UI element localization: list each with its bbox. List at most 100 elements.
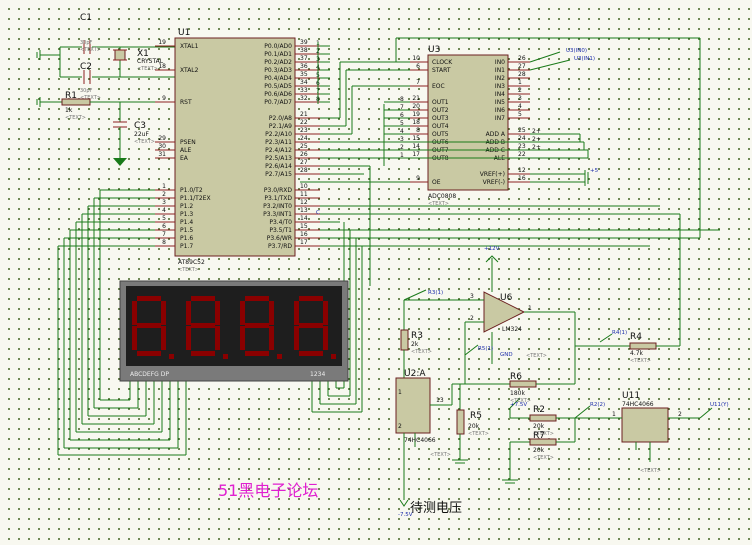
u3-pin-number: 10 xyxy=(412,55,420,62)
u3-pin-number: 24 xyxy=(518,135,526,142)
u3-add-outer-number: 2+ xyxy=(532,144,541,151)
u3-pin-number: 3 xyxy=(518,95,522,102)
u1-pin-name: P2.1/A9 xyxy=(269,123,292,130)
u1-pin-name: PSEN xyxy=(180,139,196,146)
u3-pin-name: IN2 xyxy=(495,75,505,82)
u1-pin-number: 4 xyxy=(162,207,166,214)
r5-text: <TEXT> xyxy=(468,431,489,437)
u1-pin-number: 1 xyxy=(162,183,166,190)
r4-value: 4.7k xyxy=(630,350,644,357)
u3-out-outer-number: 5 xyxy=(400,120,404,127)
display-segment xyxy=(323,301,328,325)
u1-pin-number: 5 xyxy=(162,215,166,222)
display-digit xyxy=(294,296,336,359)
display-segment xyxy=(137,351,161,356)
net-u3-in1: U3(IN1) xyxy=(574,56,595,62)
u1-pin-number: 39 xyxy=(300,39,308,46)
u1-pin-number: 30 xyxy=(158,143,166,150)
u1-ref: U1 xyxy=(178,28,190,38)
forum-watermark-text: 51黑电子论坛 xyxy=(218,481,318,500)
c3-text: <TEXT> xyxy=(134,139,155,145)
display-segment xyxy=(240,301,245,325)
u1-pin-name: P3.1/TXD xyxy=(264,195,292,202)
u1-pin-name: P1.0/T2 xyxy=(180,187,203,194)
u3-ref: U3 xyxy=(428,45,440,55)
display-segment xyxy=(294,301,299,325)
display-segment xyxy=(132,301,137,325)
u3-out-outer-number: 7 xyxy=(400,104,404,111)
display-segment xyxy=(323,326,328,350)
u1-pin-name: P1.6 xyxy=(180,235,193,242)
net-gnd: GND xyxy=(500,352,513,358)
u3-pin-number: 12 xyxy=(518,167,526,174)
display-segment xyxy=(240,326,245,350)
u1-pin-number: 7 xyxy=(162,231,166,238)
display-segment xyxy=(245,351,269,356)
u1-pin-number: 28 xyxy=(300,167,308,174)
x1-text: <TEXT> xyxy=(137,66,158,72)
display-segment xyxy=(191,323,215,328)
u3-pin-number: 5 xyxy=(518,111,522,118)
display-segment xyxy=(161,301,166,325)
r4-ref: R4 xyxy=(630,332,642,342)
u1-pin-number: 38 xyxy=(300,47,308,54)
net-u3-in0: U3(IN0) xyxy=(566,48,587,54)
u1-pin-number: 3 xyxy=(162,199,166,206)
c3-value: 22uF xyxy=(134,131,149,138)
u1-pin-number: 18 xyxy=(158,63,166,70)
r1-text: <TEXT> xyxy=(65,115,86,121)
display-segment xyxy=(269,326,274,350)
net-plus7-5v: +7.5V xyxy=(510,402,527,408)
u3-pin-name: IN4 xyxy=(495,91,505,98)
u1-pin-name: P0.4/AD4 xyxy=(264,75,292,82)
r2-text: <TEXT> xyxy=(533,431,554,437)
c1-ref: C1 xyxy=(80,13,92,23)
u3-pin-number: 27 xyxy=(518,63,526,70)
u11-pin-out: 2 xyxy=(678,411,682,418)
display-decimal-point xyxy=(223,354,228,359)
u1-pin-name: P0.2/AD2 xyxy=(264,59,292,66)
u1-pin-number: 9 xyxy=(162,95,166,102)
u3-pin-number: 26 xyxy=(518,55,526,62)
u3-pin-number: 20 xyxy=(412,103,420,110)
u3-pin-name: IN7 xyxy=(495,115,505,122)
u1-pin-number: 25 xyxy=(300,143,308,150)
r4-text: <TEXT> xyxy=(630,358,651,364)
u3-add-outer-number: 2+ xyxy=(532,128,541,135)
u1-pin-name: P3.5/T1 xyxy=(269,227,292,234)
r2-value: 20k xyxy=(533,423,545,430)
r5-value: 20k xyxy=(468,423,480,430)
u3-add-outer-number: 2+ xyxy=(532,136,541,143)
u1-pin-number: 2 xyxy=(162,191,166,198)
u1-pin-number: 21 xyxy=(300,111,308,118)
u3-pin-number: 8 xyxy=(416,127,420,134)
c3-ref: C3 xyxy=(134,121,146,131)
u1-pin-name: P2.7/A15 xyxy=(265,171,292,178)
c2-text: <TEXT> xyxy=(80,95,101,101)
u11-part: 74HC4066 xyxy=(622,401,654,408)
r7-value: 20k xyxy=(533,447,545,454)
u3-pin-number: 2 xyxy=(518,87,522,94)
display-digit xyxy=(240,296,282,359)
u6-part: LM324 xyxy=(502,326,522,333)
oscillator-section xyxy=(36,40,175,84)
r3-ref: R3 xyxy=(411,331,423,341)
u1-pin-name: P1.1/T2EX xyxy=(180,195,211,202)
u3-pin-number: 17 xyxy=(412,151,420,158)
routing-wires xyxy=(57,37,720,456)
u6-pin-out: 1 xyxy=(528,305,532,312)
u1-pin-name: XTAL2 xyxy=(180,67,199,74)
u3-pin-name: OUT4 xyxy=(432,123,449,130)
u1-pin-name: P3.7/RD xyxy=(268,243,292,250)
display-segment xyxy=(132,326,137,350)
u3-pin-name: OUT5 xyxy=(432,131,449,138)
u3-pin-name: IN0 xyxy=(495,59,505,66)
u1-pin-number: 35 xyxy=(300,71,308,78)
u3-pin-name: EOC xyxy=(432,83,445,90)
u3-pin-number: 25 xyxy=(518,127,526,134)
u3-pin-number: 15 xyxy=(412,135,420,142)
u1-pin-number: 15 xyxy=(300,223,308,230)
u3-pin-name: IN1 xyxy=(495,67,505,74)
u1-pin-name: P0.0/AD0 xyxy=(264,43,292,50)
u1-pin-name: ALE xyxy=(180,147,191,154)
